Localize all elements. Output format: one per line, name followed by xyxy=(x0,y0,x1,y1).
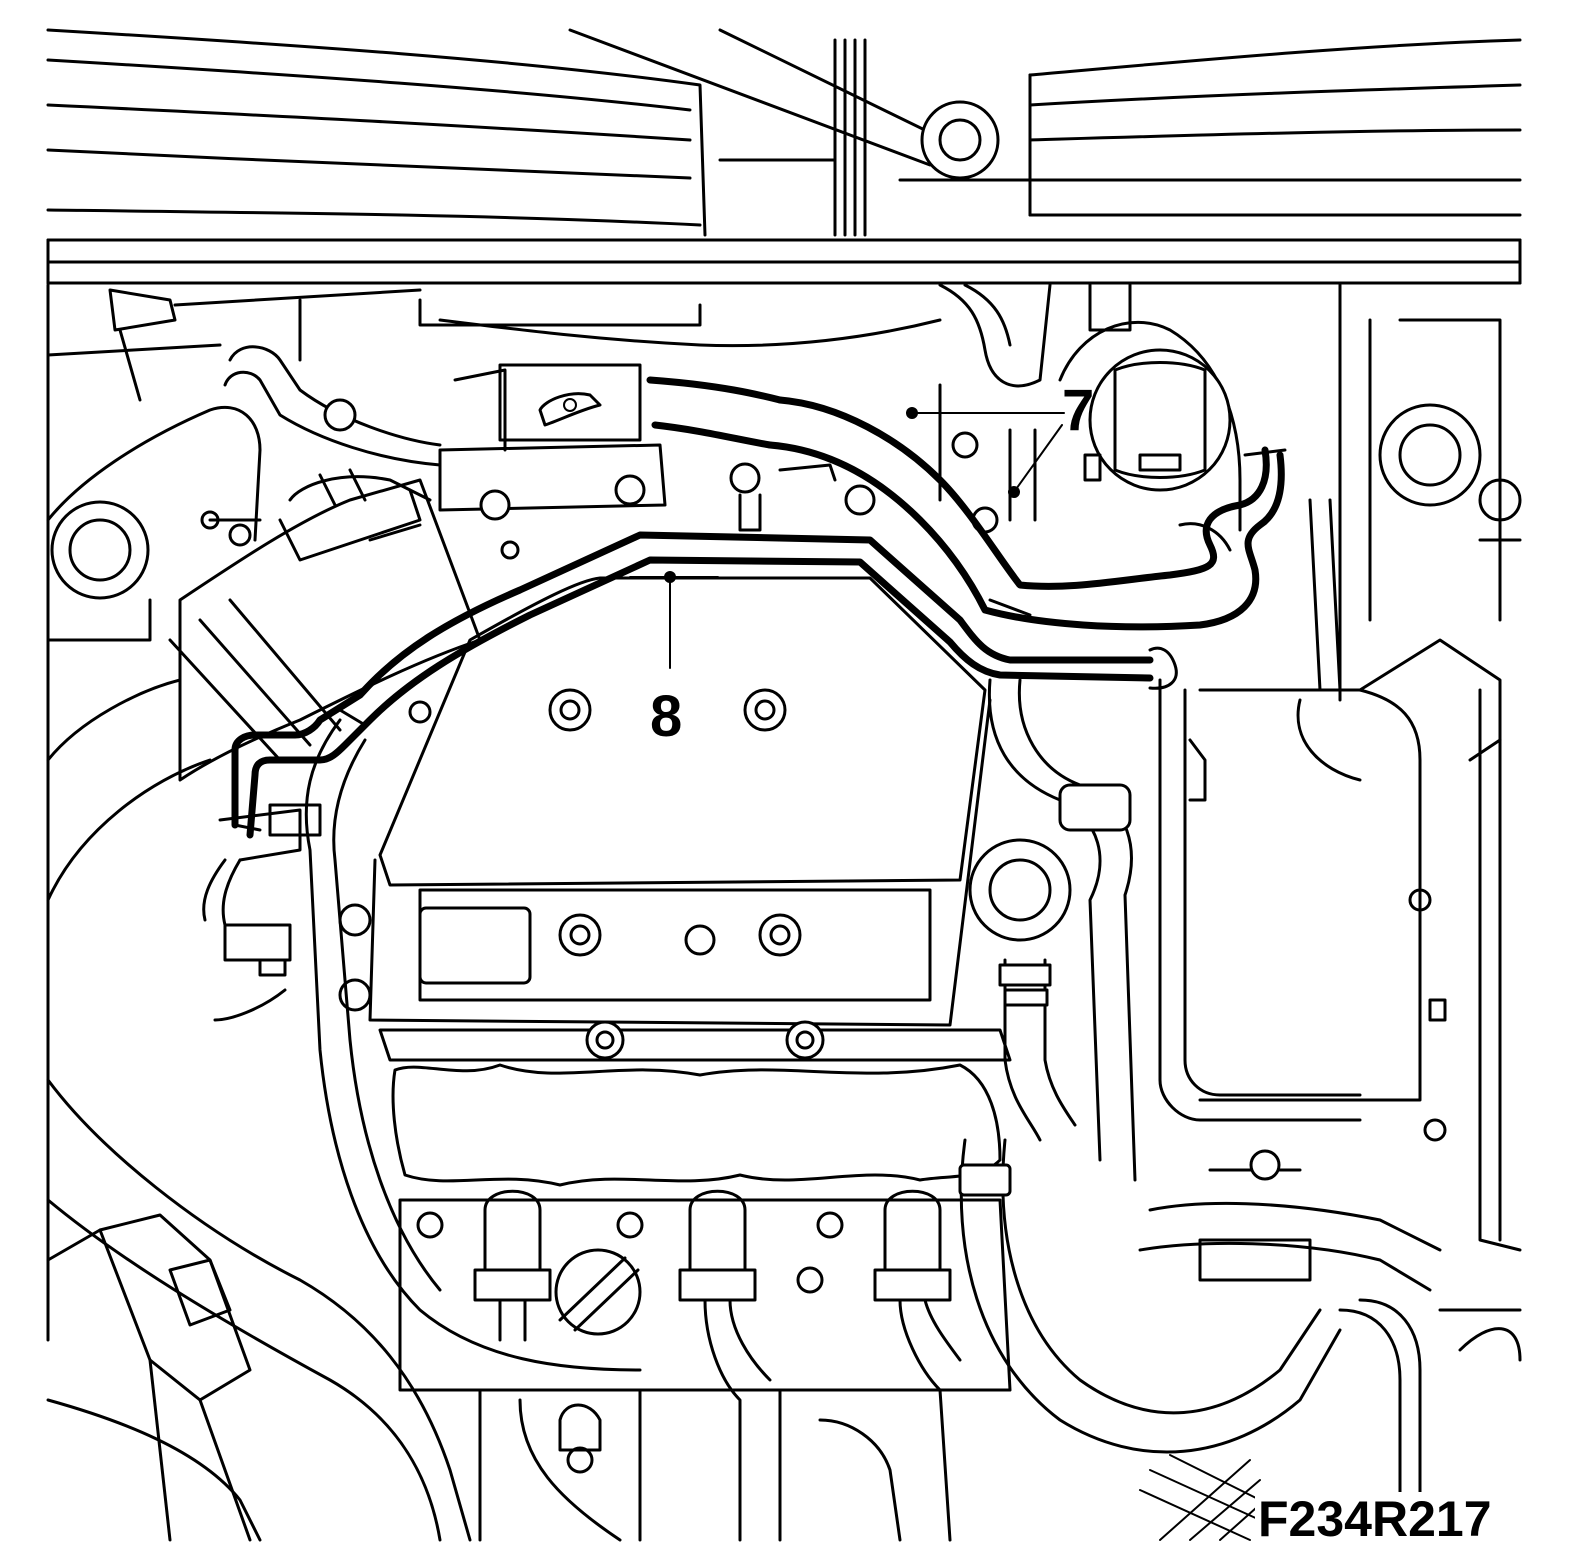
callout-7-dot-b xyxy=(1008,486,1020,498)
cross-member xyxy=(46,238,1522,285)
callout-8: 8 xyxy=(629,571,719,749)
callout-7-leader-b xyxy=(1013,424,1063,493)
right-components xyxy=(958,283,1522,1542)
harness-connector xyxy=(202,803,322,1022)
engine-cover xyxy=(338,576,992,1027)
callout-8-dot xyxy=(664,571,676,583)
figure-code-background xyxy=(1255,1492,1505,1542)
scuttle-panel xyxy=(46,28,1522,237)
highlighted-pipe xyxy=(231,531,1178,839)
callout-7-label: 7 xyxy=(1062,378,1094,443)
callout-7: 7 xyxy=(906,378,1094,498)
left-structures xyxy=(46,283,482,1542)
upper-hoses xyxy=(223,283,1242,560)
figure-code: F234R217 xyxy=(1258,1491,1492,1547)
callout-8-label: 8 xyxy=(650,684,682,749)
callout-7-dot-a xyxy=(906,407,918,419)
highlighted-hose xyxy=(646,376,1287,631)
engine-block xyxy=(304,718,1012,1542)
